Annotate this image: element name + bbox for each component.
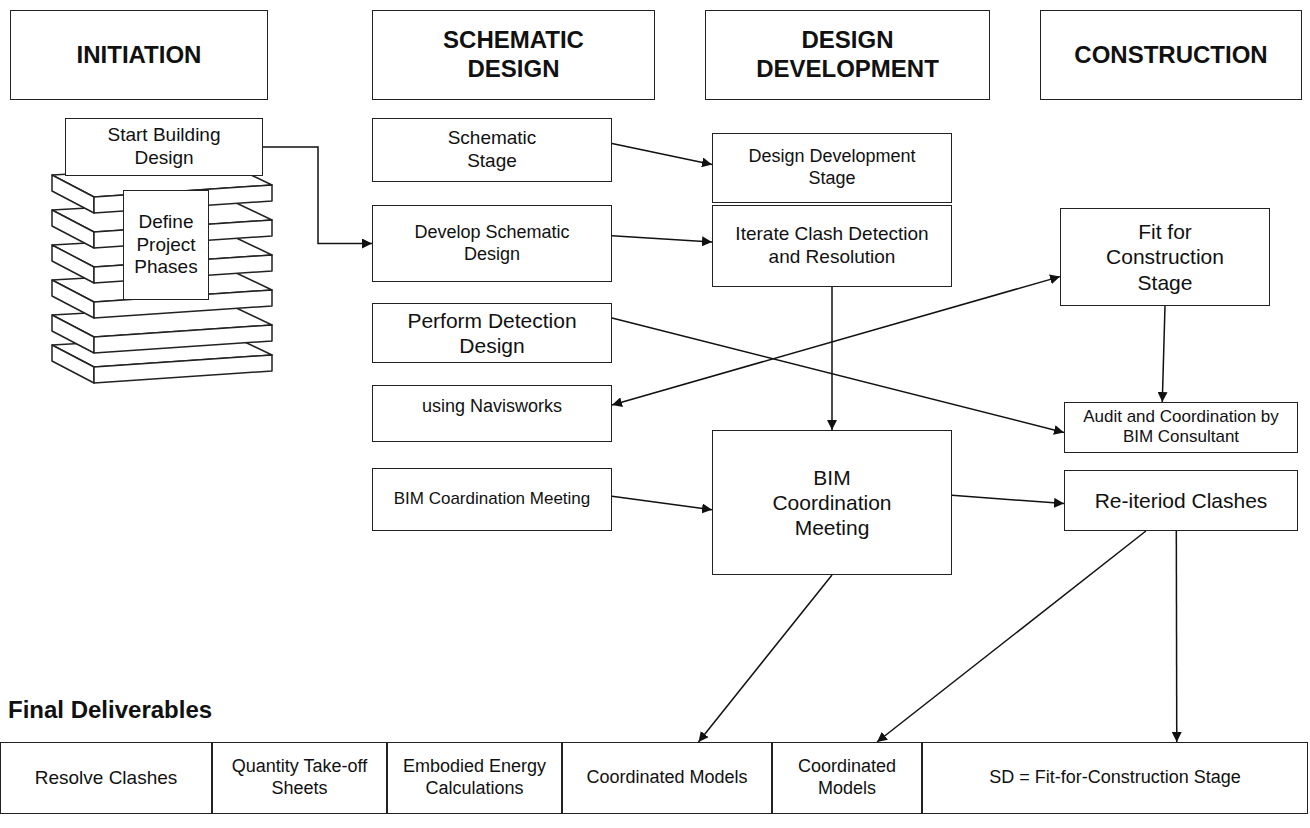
table-cell: Coordinated Models (562, 742, 772, 814)
node-text: Quantity Take-off Sheets (221, 756, 378, 799)
table-cell: Resolve Clashes (0, 742, 212, 814)
node-text: Fit for Construction Stage (1090, 219, 1240, 295)
node-text: BIM Coordination Meeting (752, 465, 912, 541)
node-text: DESIGN DEVELOPMENT (714, 26, 981, 84)
phase-header: SCHEMATIC DESIGN (372, 10, 655, 100)
process-box: Fit for Construction Stage (1060, 208, 1270, 306)
slab (94, 355, 272, 383)
process-box: Re-iteriod Clashes (1064, 470, 1298, 531)
process-box: Develop Schematic Design (372, 205, 612, 282)
table-cell: Quantity Take-off Sheets (212, 742, 387, 814)
node-text: Schematic Stage (437, 127, 547, 173)
process-box: Design Development Stage (712, 133, 952, 203)
slab (52, 345, 94, 383)
flow-arrow (699, 575, 833, 742)
node-text: Resolve Clashes (35, 767, 178, 790)
process-box: BIM Coordination Meeting (712, 430, 952, 575)
node-text: using Navisworks (422, 390, 562, 418)
node-text: CONSTRUCTION (1074, 41, 1267, 70)
slab (52, 175, 94, 213)
node-text: Develop Schematic Design (392, 222, 592, 265)
flow-arrow (612, 144, 712, 165)
table-cell: SD = Fit-for-Construction Stage (922, 742, 1308, 814)
process-box: Start Building Design (65, 118, 263, 176)
node-text: Start Building Design (89, 124, 239, 170)
process-box: BIM Coardination Meeting (372, 468, 612, 531)
node-text: Design Development Stage (732, 146, 932, 189)
node-text: Embodied Energy Calculations (396, 756, 553, 799)
table-cell: Coordinated Models (772, 742, 922, 814)
flow-arrow (612, 236, 712, 242)
slab (52, 245, 94, 283)
node-text: BIM Coardination Meeting (394, 489, 591, 509)
node-text: Re-iteriod Clashes (1095, 488, 1268, 513)
node-text: SD = Fit-for-Construction Stage (989, 767, 1241, 789)
node-text: Define Project Phases (132, 211, 200, 279)
flow-arrow (612, 496, 712, 509)
node-text: SCHEMATIC DESIGN (414, 26, 614, 84)
slab (94, 325, 272, 353)
phase-header: INITIATION (10, 10, 268, 100)
phase-header: DESIGN DEVELOPMENT (705, 10, 990, 100)
process-box: using Navisworks (372, 385, 612, 442)
flow-arrow (952, 495, 1064, 503)
flow-arrow (263, 147, 372, 244)
slab (52, 315, 94, 353)
phase-header: CONSTRUCTION (1040, 10, 1302, 100)
node-text: INITIATION (77, 41, 202, 70)
node-text: Perform Detection Design (392, 308, 592, 358)
process-box: Schematic Stage (372, 118, 612, 182)
flow-arrow (1176, 531, 1178, 742)
section-heading: Final Deliverables (8, 696, 212, 724)
process-box: Perform Detection Design (372, 303, 612, 363)
process-box: Audit and Coordination by BIM Consultant (1064, 402, 1298, 453)
flow-arrow (612, 277, 1060, 405)
slab (52, 210, 94, 248)
process-box: Define Project Phases (123, 190, 209, 300)
node-text: Coordinated Models (781, 756, 913, 799)
node-text: Audit and Coordination by BIM Consultant (1073, 407, 1289, 448)
flow-arrow (1162, 306, 1165, 402)
flow-arrow (831, 287, 833, 430)
flow-arrow (612, 318, 1064, 432)
node-text: Coordinated Models (586, 767, 747, 789)
node-text: Iterate Clash Detection and Resolution (732, 223, 932, 269)
slab (52, 280, 94, 318)
table-cell: Embodied Energy Calculations (387, 742, 562, 814)
process-box: Iterate Clash Detection and Resolution (712, 205, 952, 287)
